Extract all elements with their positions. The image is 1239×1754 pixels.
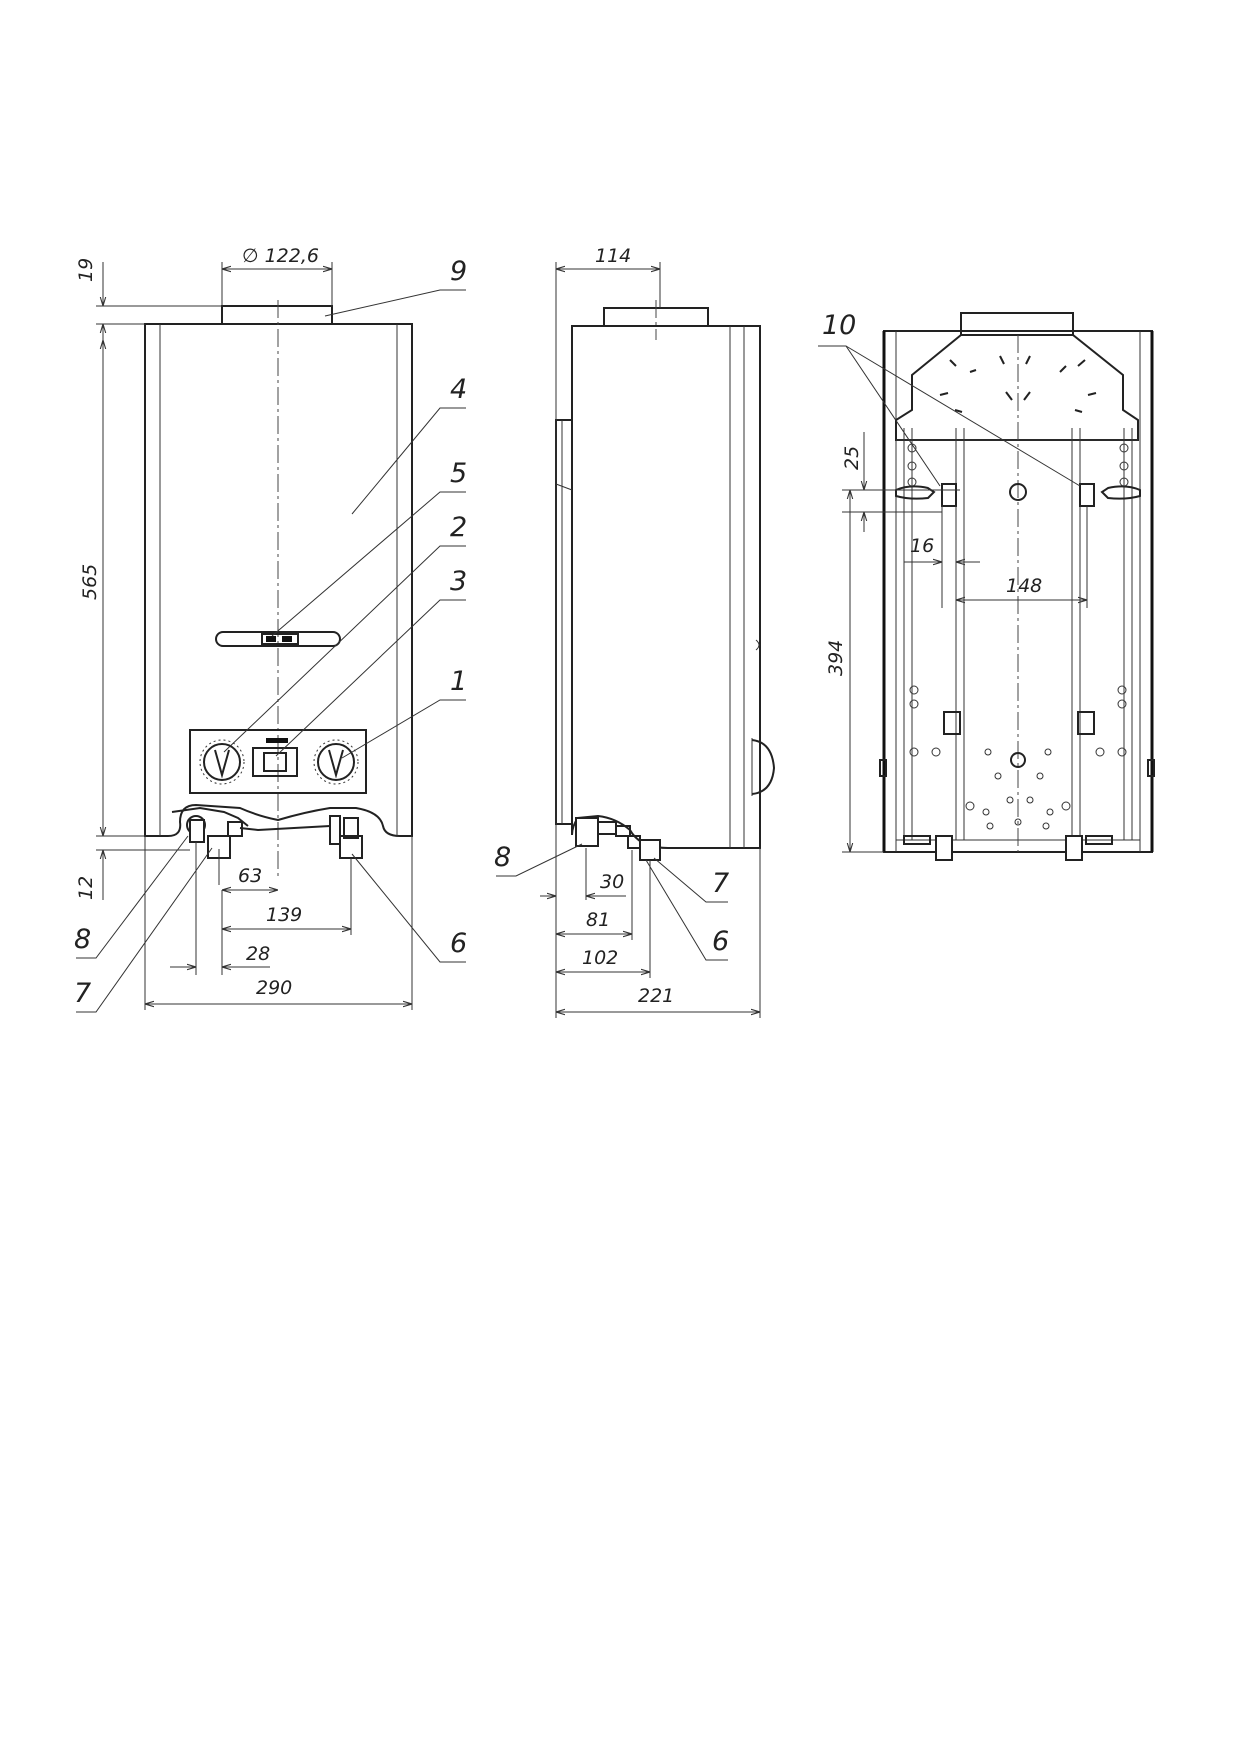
label-9: 9 [450, 256, 467, 287]
dim-bottom-offset: 12 [75, 876, 97, 900]
rear-hood [895, 334, 1139, 441]
label-6: 6 [450, 928, 467, 959]
label-2: 2 [450, 512, 467, 543]
label-7: 7 [74, 978, 91, 1009]
side-label-7: 7 [712, 868, 729, 899]
side-label-8: 8 [494, 842, 511, 873]
connection-6 [339, 835, 363, 859]
side-leaders: 8 7 6 [494, 842, 729, 961]
right-knob [317, 743, 355, 781]
display-screen [263, 752, 287, 772]
dim-height: 565 [79, 564, 101, 600]
side-label-6: 6 [712, 926, 729, 957]
dim-depth: 221 [638, 985, 674, 1007]
dim-rear-394: 394 [825, 640, 847, 676]
dim-139: 139 [266, 904, 302, 926]
rear-fitting-right [1065, 835, 1083, 861]
window-indicator [261, 633, 299, 645]
label-5: 5 [450, 458, 467, 489]
rear-fitting-left [935, 835, 953, 861]
dim-side-102: 102 [582, 947, 618, 969]
label-3: 3 [450, 566, 467, 597]
label-8: 8 [74, 924, 91, 955]
control-panel [189, 729, 367, 794]
dim-rear-148: 148 [1006, 575, 1042, 597]
flame-window [215, 631, 341, 647]
hanging-hole-left [941, 483, 957, 507]
side-knob [751, 739, 776, 795]
left-knob [203, 743, 241, 781]
label-1: 1 [450, 666, 467, 697]
front-casing [144, 323, 413, 837]
dim-flue-diameter: ∅ 122,6 [242, 245, 319, 267]
rear-screws [907, 443, 1129, 830]
hanging-hole-right [1079, 483, 1095, 507]
rear-label-10: 10 [822, 310, 856, 341]
side-bottom-connections [575, 817, 661, 861]
side-view: 114 30 81 102 221 8 7 6 [494, 245, 776, 1018]
label-4: 4 [450, 374, 467, 405]
dim-flue-offset: 114 [595, 245, 631, 267]
front-view: ∅ 122,6 19 565 12 63 139 [74, 245, 467, 1013]
front-bottom-connections [171, 806, 363, 859]
dim-rear-16: 16 [910, 535, 934, 557]
rear-view: 25 16 148 394 10 [818, 310, 1155, 861]
front-dimensions: ∅ 122,6 19 565 12 63 139 [75, 245, 413, 1010]
dim-side-30: 30 [600, 871, 624, 893]
rear-dimensions: 25 16 148 394 [825, 432, 1088, 853]
rear-leaders: 10 [818, 310, 1081, 487]
dim-28: 28 [246, 943, 270, 965]
wall-bracket [555, 419, 573, 825]
dim-top-offset: 19 [75, 258, 97, 282]
dim-width: 290 [256, 977, 292, 999]
front-leaders: 9 4 5 2 3 1 8 7 6 [74, 256, 467, 1013]
display-frame [252, 747, 298, 777]
side-casing [571, 325, 761, 849]
dim-side-81: 81 [586, 909, 610, 931]
flue-outlet [221, 305, 333, 325]
brand-plate [266, 738, 288, 743]
dim-63: 63 [238, 865, 262, 887]
side-dimensions: 114 30 81 102 221 [540, 245, 761, 1018]
dim-rear-25: 25 [841, 446, 863, 470]
